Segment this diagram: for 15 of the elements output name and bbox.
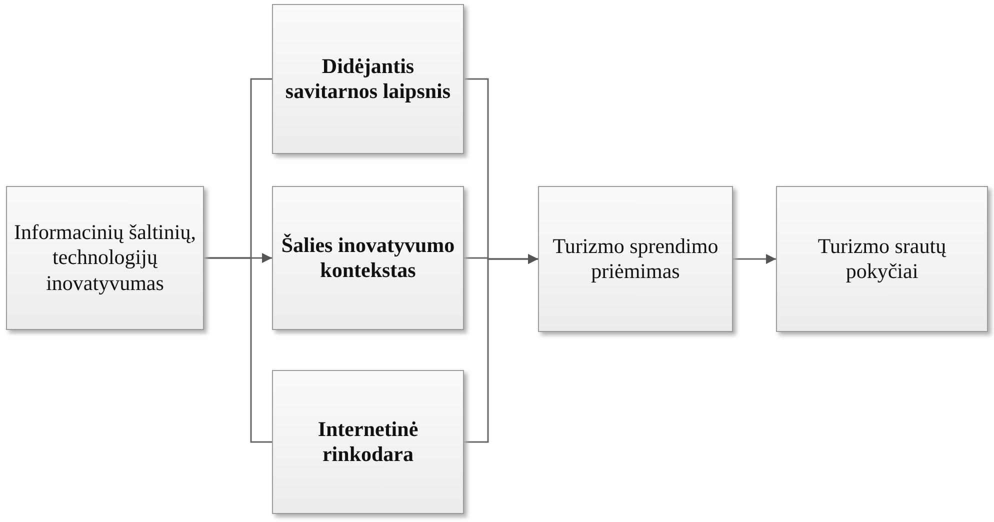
connector bbox=[204, 257, 272, 443]
process-box bbox=[272, 4, 464, 154]
process-box bbox=[776, 186, 988, 332]
box-label: Didėjantis savitarnos laipsnis bbox=[284, 52, 452, 105]
box-label: Šalies inovatyvumo kontekstas bbox=[280, 232, 456, 284]
process-box bbox=[272, 186, 464, 330]
box-label: Turizmo sprendimo priėmimas bbox=[552, 232, 720, 285]
connector bbox=[733, 254, 776, 264]
box-label: Internetinė rinkodara bbox=[316, 416, 420, 468]
process-box bbox=[272, 370, 464, 514]
connector bbox=[464, 254, 538, 443]
box-label: Turizmo srautų pokyčiai bbox=[816, 232, 948, 285]
process-box bbox=[6, 186, 204, 330]
process-box bbox=[538, 186, 733, 332]
box-label: Informacinių šaltinių, technologijų inovatyvumas bbox=[13, 219, 197, 297]
